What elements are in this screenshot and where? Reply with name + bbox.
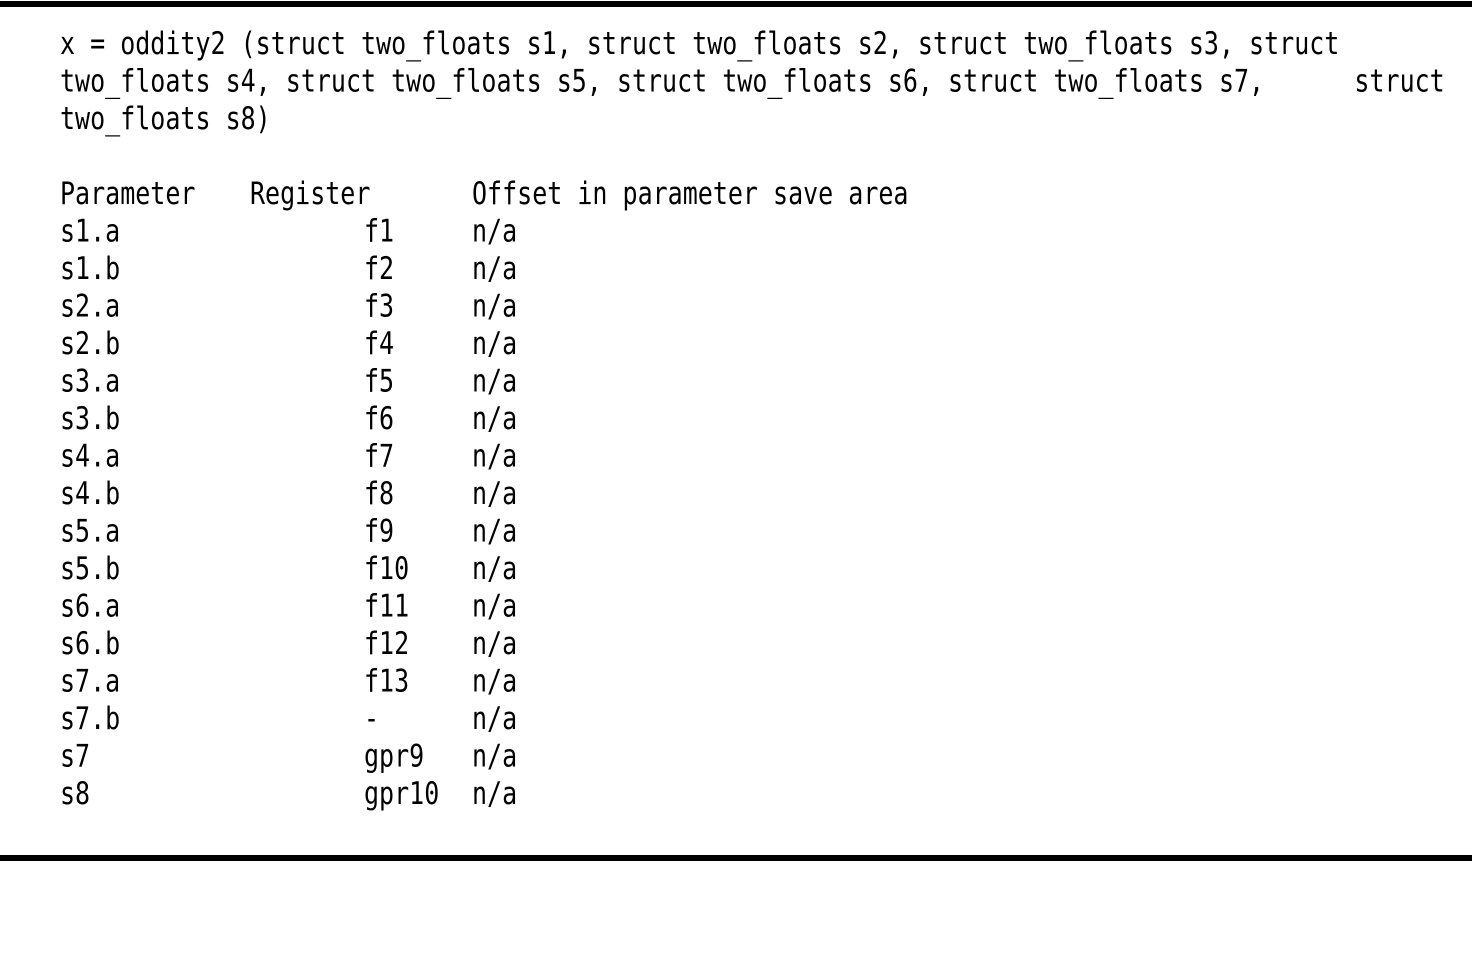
table-row: s7.a f13 n/a [60, 663, 1472, 701]
parameter-cell: s7 [60, 737, 91, 774]
table-row: s5.b f10 n/a [60, 550, 1472, 588]
register-cell: f3 [364, 287, 395, 324]
parameter-column-header: Parameter [60, 175, 196, 212]
offset-cell: n/a [472, 775, 518, 812]
offset-cell: n/a [472, 700, 518, 737]
parameter-cell: s7.a [60, 662, 121, 699]
offset-cell: n/a [472, 587, 518, 624]
parameter-cell: s4.a [60, 437, 121, 474]
offset-cell: n/a [472, 250, 518, 287]
register-cell: f2 [364, 250, 395, 287]
table-row: s3.a f5 n/a [60, 363, 1472, 401]
offset-cell: n/a [472, 437, 518, 474]
table-row: s1.b f2 n/a [60, 250, 1472, 288]
table-row: s5.a f9 n/a [60, 513, 1472, 551]
signature-line-1: x = oddity2 (struct two_floats s1, struc… [60, 25, 1340, 62]
table-row: s7 gpr9 n/a [60, 738, 1472, 776]
parameter-cell: s7.b [60, 700, 121, 737]
signature-line-3: two_floats s8) [60, 100, 271, 137]
offset-cell: n/a [472, 287, 518, 324]
table-header-row: Parameter Register Offset in parameter s… [60, 175, 1472, 213]
offset-column-header: Offset in parameter save area [472, 175, 909, 212]
parameter-cell: s2.b [60, 325, 121, 362]
offset-cell: n/a [472, 512, 518, 549]
offset-cell: n/a [472, 475, 518, 512]
register-cell: f6 [364, 400, 395, 437]
register-cell: f10 [364, 550, 410, 587]
parameter-cell: s1.b [60, 250, 121, 287]
register-cell: f12 [364, 625, 410, 662]
offset-cell: n/a [472, 362, 518, 399]
offset-cell: n/a [472, 550, 518, 587]
table-row: s2.a f3 n/a [60, 288, 1472, 326]
parameter-cell: s8 [60, 775, 91, 812]
offset-cell: n/a [472, 662, 518, 699]
register-cell: - [364, 700, 380, 737]
offset-cell: n/a [472, 625, 518, 662]
offset-cell: n/a [472, 400, 518, 437]
top-rule [0, 1, 1472, 7]
table-row: s8 gpr10 n/a [60, 775, 1472, 813]
register-cell: gpr9 [364, 737, 425, 774]
parameter-cell: s5.a [60, 512, 121, 549]
parameter-cell: s6.a [60, 587, 121, 624]
register-cell: f4 [364, 325, 395, 362]
register-cell: f13 [364, 662, 410, 699]
register-cell: f9 [364, 512, 395, 549]
parameter-cell: s5.b [60, 550, 121, 587]
parameter-cell: s3.a [60, 362, 121, 399]
table-row: s6.a f11 n/a [60, 588, 1472, 626]
table-row: s7.b - n/a [60, 700, 1472, 738]
table-row: s6.b f12 n/a [60, 625, 1472, 663]
parameter-cell: s3.b [60, 400, 121, 437]
register-cell: gpr10 [364, 775, 440, 812]
table-row: s4.a f7 n/a [60, 438, 1472, 476]
register-cell: f1 [364, 212, 395, 249]
parameter-cell: s1.a [60, 212, 121, 249]
table-row: s4.b f8 n/a [60, 475, 1472, 513]
register-cell: f5 [364, 362, 395, 399]
register-column-header: Register [250, 175, 371, 212]
blank-line [60, 138, 1472, 176]
figure-content: x = oddity2 (struct two_floats s1, struc… [0, 25, 1472, 813]
register-cell: f7 [364, 437, 395, 474]
table-row: s3.b f6 n/a [60, 400, 1472, 438]
offset-cell: n/a [472, 737, 518, 774]
register-cell: f11 [364, 587, 410, 624]
signature-line-2: two_floats s4, struct two_floats s5, str… [60, 62, 1445, 99]
parameter-cell: s6.b [60, 625, 121, 662]
offset-cell: n/a [472, 212, 518, 249]
parameter-cell: s4.b [60, 475, 121, 512]
parameter-cell: s2.a [60, 287, 121, 324]
bottom-rule [0, 855, 1472, 861]
table-row: s2.b f4 n/a [60, 325, 1472, 363]
table-row: s1.a f1 n/a [60, 213, 1472, 251]
register-cell: f8 [364, 475, 395, 512]
offset-cell: n/a [472, 325, 518, 362]
